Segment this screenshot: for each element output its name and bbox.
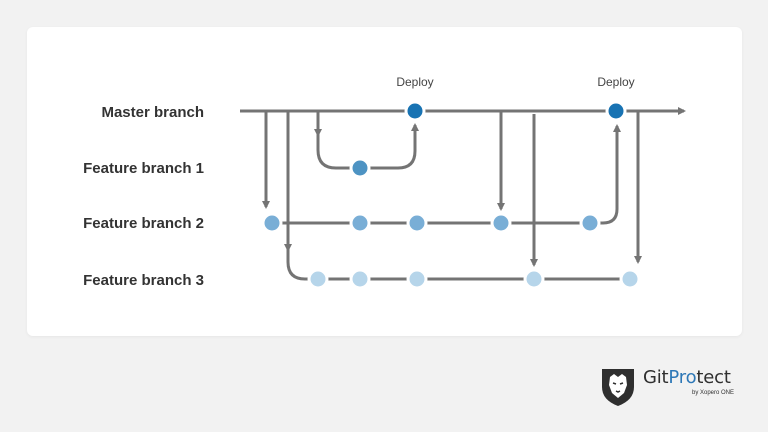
feature3-commit-4 <box>523 268 545 290</box>
logo-word-git: Git <box>643 367 669 388</box>
gitprotect-logo: GitProtect by Xopero ONE <box>600 367 750 409</box>
logo-word-pro: Pro <box>668 367 697 388</box>
feature1-line <box>316 134 360 170</box>
merge-feature1-master <box>360 123 419 170</box>
feature2-commit-1 <box>261 212 283 234</box>
master-commit-deploy-1 <box>404 100 426 122</box>
master-commit-deploy-2 <box>605 100 627 122</box>
logo-word-tect: tect <box>696 367 731 388</box>
merge-feature2-master <box>590 124 621 225</box>
feature3-commit-1 <box>307 268 329 290</box>
feature2-commit-5 <box>579 212 601 234</box>
deploy-label-1: Deploy <box>396 75 433 89</box>
feature2-commit-4 <box>490 212 512 234</box>
feature2-commit-3 <box>406 212 428 234</box>
feature1-commit <box>349 157 371 179</box>
deploy-label-2: Deploy <box>597 75 634 89</box>
label-feature-branch-3: Feature branch 3 <box>83 272 204 289</box>
feature2-commit-2 <box>349 212 371 234</box>
feature3-commit-5 <box>619 268 641 290</box>
lion-shield-icon <box>602 369 634 406</box>
label-feature-branch-1: Feature branch 1 <box>83 160 204 177</box>
label-master-branch: Master branch <box>101 104 204 121</box>
logo-subtitle: by Xopero ONE <box>692 390 735 396</box>
feature3-curve <box>286 248 318 281</box>
label-feature-branch-2: Feature branch 2 <box>83 215 204 232</box>
feature3-commit-2 <box>349 268 371 290</box>
feature3-commit-3 <box>406 268 428 290</box>
logo-wordmark: GitProtect <box>643 367 731 388</box>
